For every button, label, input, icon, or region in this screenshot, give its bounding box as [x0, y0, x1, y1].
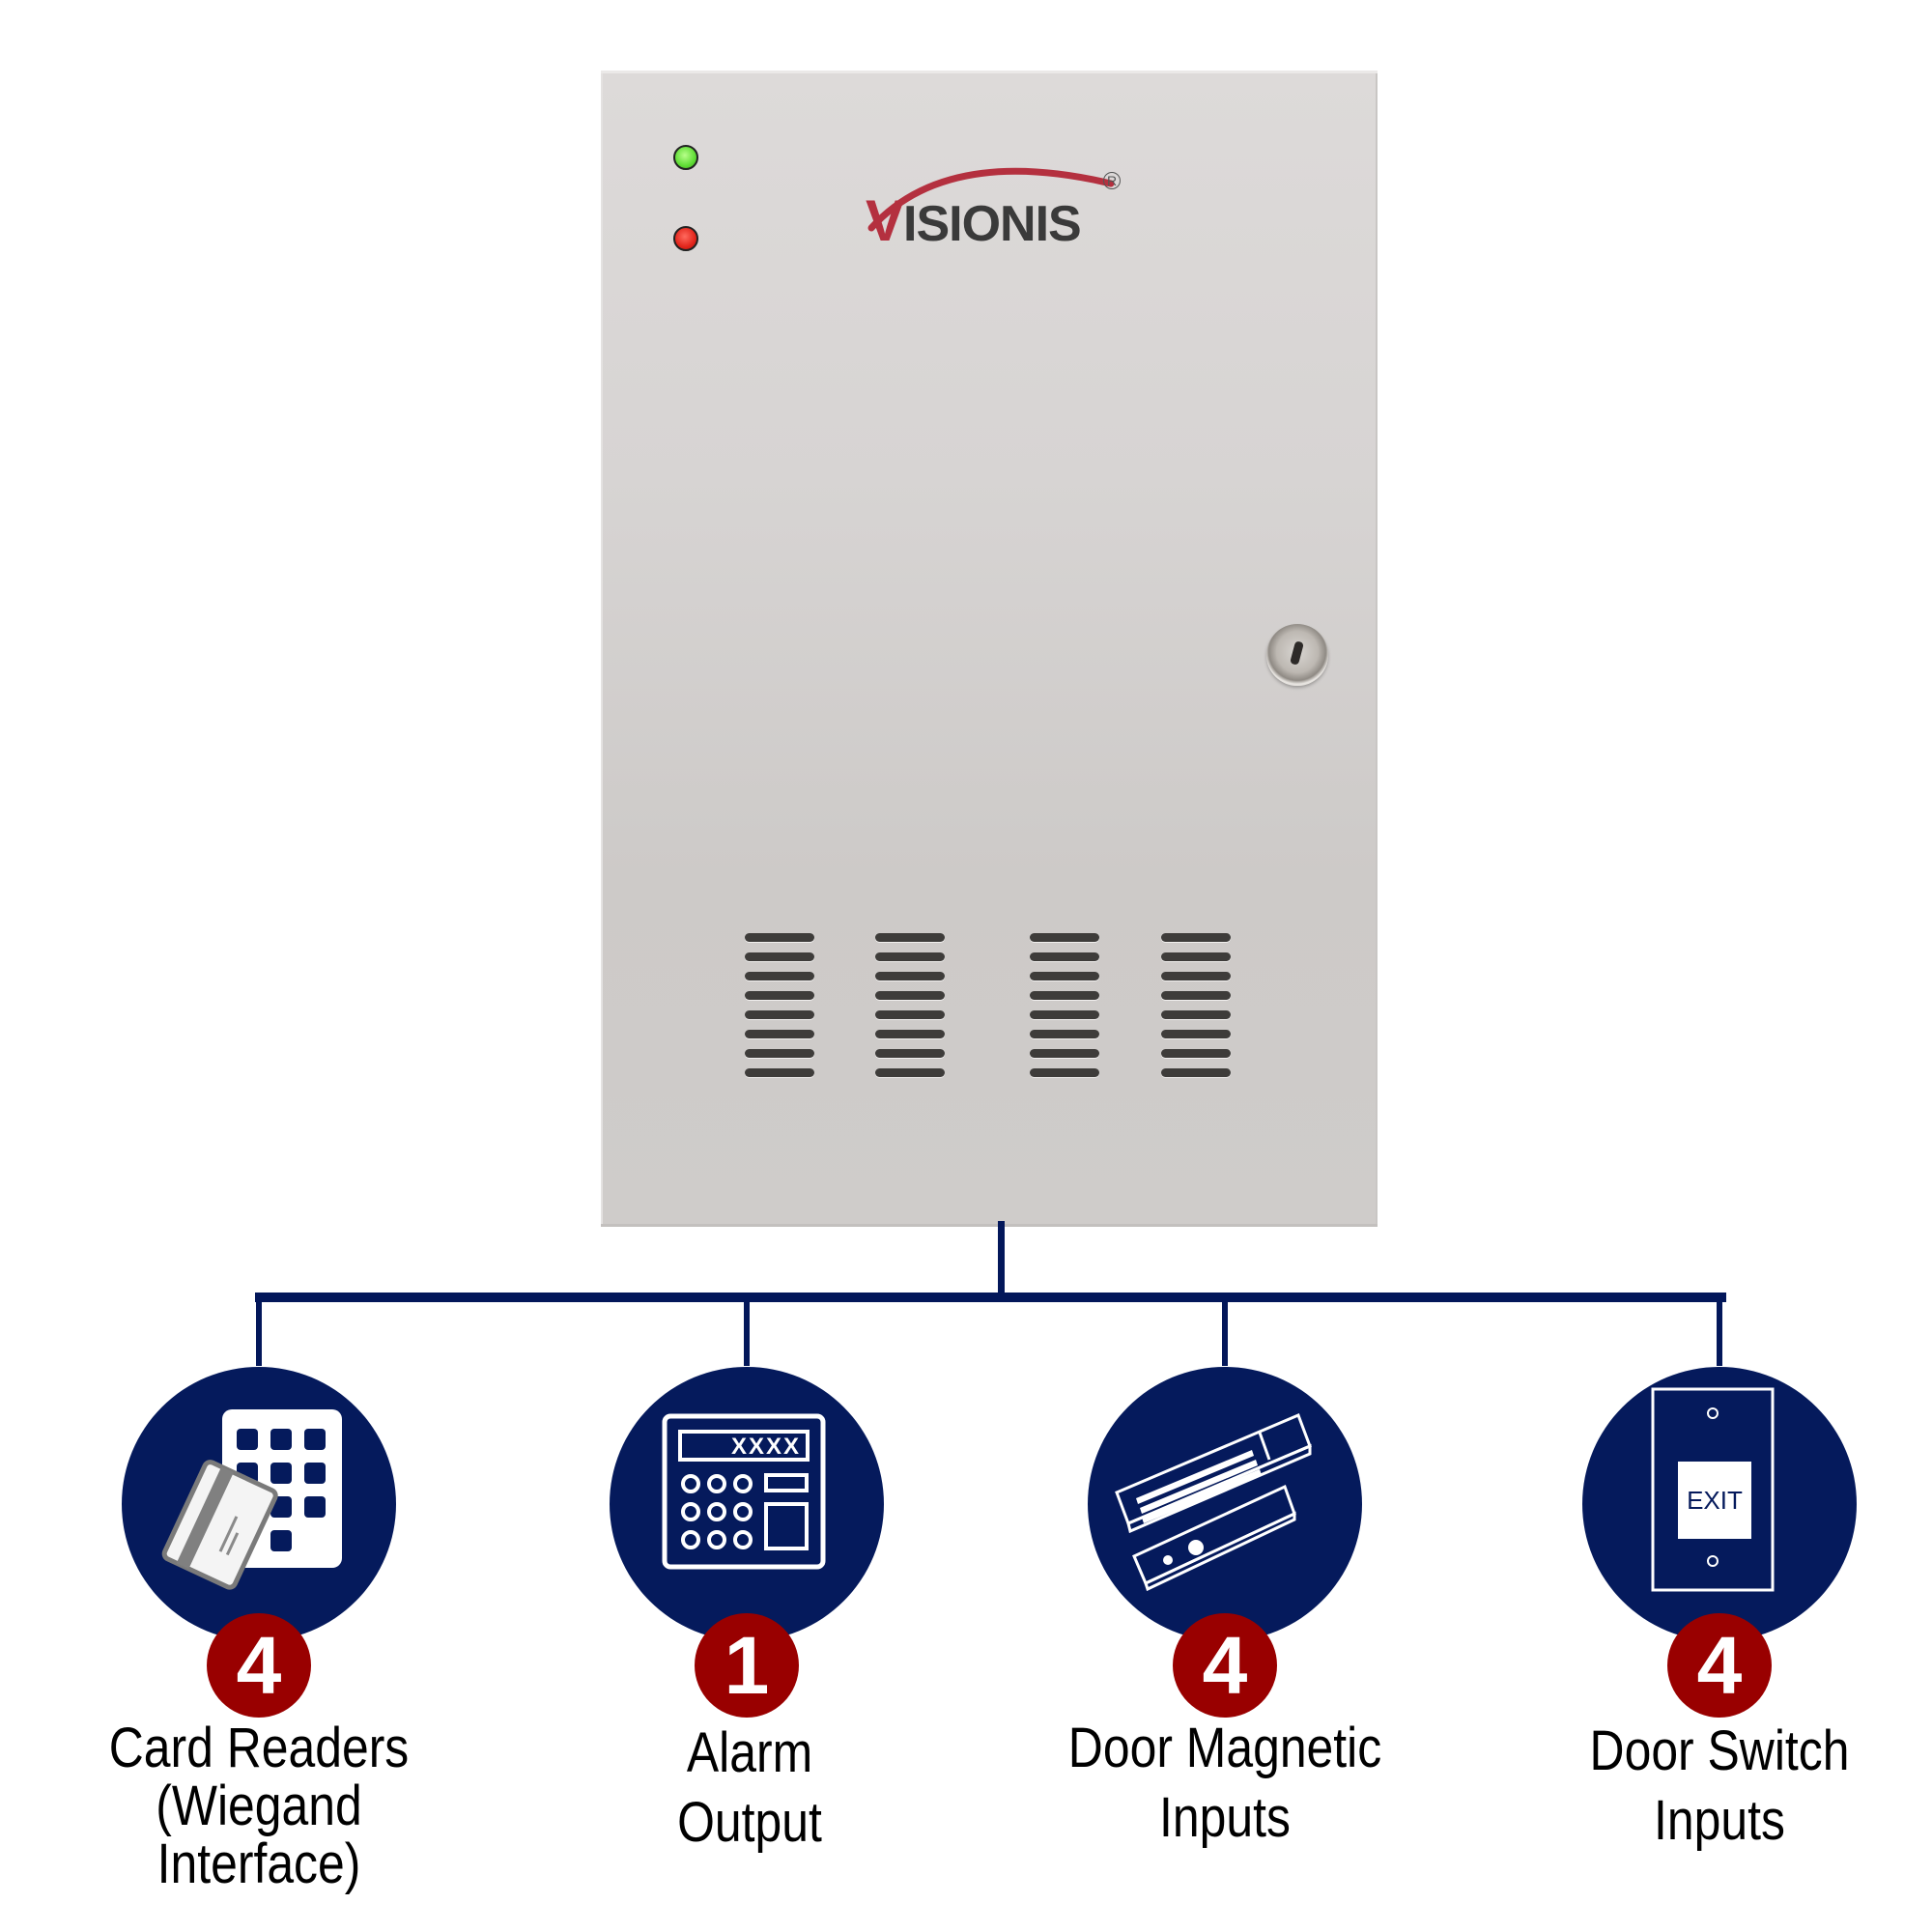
card-readers-label: Card Readers (Wiegand Interface) [108, 1717, 410, 1895]
power-led-indicator [673, 145, 698, 170]
registered-mark: R [1103, 172, 1121, 189]
door-magnetic-inputs-label: Door Magnetic Inputs [1067, 1717, 1382, 1849]
brand-name: VISIONIS [866, 188, 1082, 253]
vent-column [1161, 933, 1231, 1088]
connector-drop [1222, 1298, 1228, 1366]
feature-door-magnetic-inputs [1088, 1367, 1362, 1641]
feature-alarm-output: XXXX [610, 1367, 884, 1641]
door-switch-count-badge: 4 [1667, 1613, 1772, 1718]
alarm-output-label: Alarm Output [677, 1721, 822, 1854]
connector-drop [1717, 1298, 1722, 1366]
vent-column [1030, 933, 1099, 1088]
door-switch-inputs-label: Door Switch Inputs [1589, 1719, 1850, 1852]
brand-logo: VISIONIS R [860, 145, 1130, 253]
access-control-panel-enclosure [601, 71, 1378, 1227]
feature-card-readers [122, 1367, 396, 1641]
alarm-keypad-icon: XXXX [662, 1413, 826, 1570]
keyhole-icon [1290, 640, 1304, 666]
alarm-output-count-badge: 1 [695, 1613, 799, 1718]
status-led-indicator [673, 226, 698, 251]
connector-trunk [998, 1221, 1005, 1302]
vent-column [745, 933, 814, 1088]
card-readers-count-badge: 4 [207, 1613, 311, 1718]
svg-text:XXXX: XXXX [731, 1434, 801, 1460]
exit-switch-icon: EXIT [1651, 1387, 1775, 1592]
svg-text:EXIT: EXIT [1687, 1486, 1743, 1515]
logo-swoosh-icon [867, 167, 1115, 232]
connector-drop [744, 1298, 750, 1366]
connector-bus [255, 1293, 1726, 1302]
card-reader-keypad-icon [161, 1409, 342, 1590]
connector-drop [256, 1298, 262, 1366]
key-lock[interactable] [1266, 624, 1328, 686]
feature-door-switch-inputs: EXIT [1582, 1367, 1857, 1641]
vent-column [875, 933, 945, 1088]
door-magnetic-count-badge: 4 [1173, 1613, 1277, 1718]
magnetic-lock-icon [1115, 1413, 1312, 1592]
